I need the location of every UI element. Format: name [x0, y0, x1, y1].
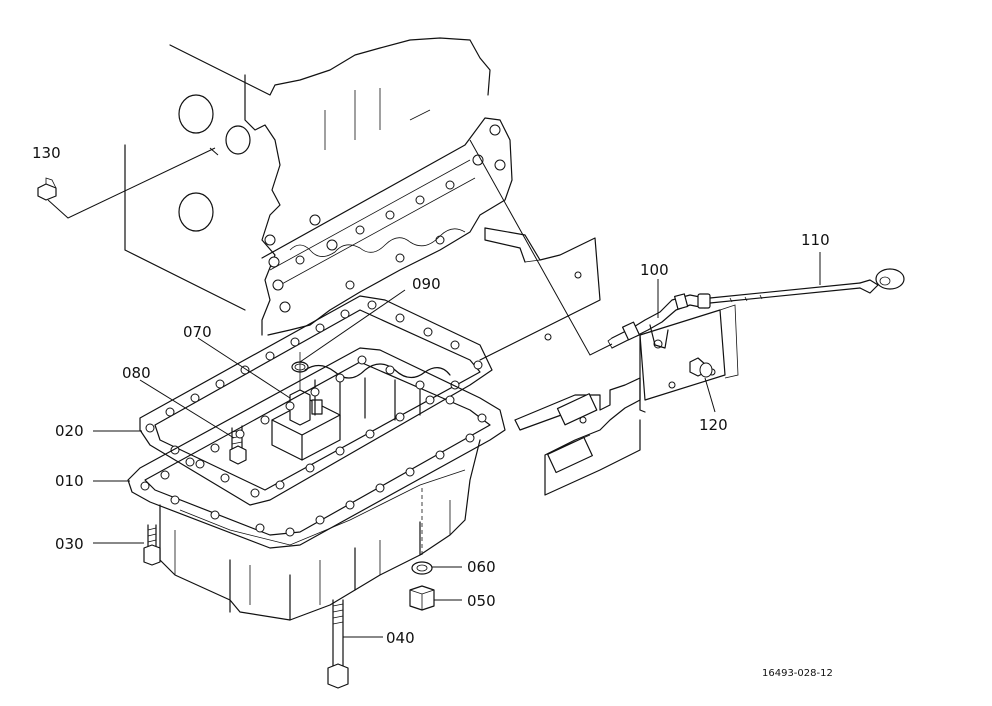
bolt-030 [143, 524, 161, 566]
gasket-bolt-holes [145, 300, 483, 498]
label-120: 120 [699, 416, 728, 434]
label-010: 010 [55, 472, 84, 490]
label-080: 080 [122, 364, 151, 382]
label-060: 060 [467, 558, 496, 576]
bolt-040 [327, 599, 349, 689]
label-040: 040 [386, 629, 415, 647]
label-030: 030 [55, 535, 84, 553]
plug-130 [37, 177, 57, 201]
dipstick [709, 268, 905, 304]
drawing-reference-number: 16493-028-12 [762, 668, 833, 679]
label-070: 070 [183, 323, 212, 341]
label-130: 130 [32, 144, 61, 162]
oil-pan-gasket [139, 295, 493, 506]
oil-pan [127, 347, 506, 621]
label-020: 020 [55, 422, 84, 440]
drain-plug [409, 585, 435, 611]
label-100: 100 [640, 261, 669, 279]
bolt-120 [689, 357, 713, 378]
part-labels: 130 110 100 090 070 080 020 010 030 120 … [32, 144, 830, 647]
leader-lines [47, 139, 821, 638]
label-090: 090 [412, 275, 441, 293]
block-flange-bolt-holes [264, 124, 506, 313]
label-050: 050 [467, 592, 496, 610]
oil-strainer [271, 352, 341, 461]
engine-block [124, 37, 513, 336]
drain-plug-washer [411, 488, 433, 575]
label-110: 110 [801, 231, 830, 249]
dipstick-guide-assembly [607, 293, 739, 413]
oil-pan-bolt-holes [140, 355, 487, 537]
mounting-rail [479, 227, 641, 496]
